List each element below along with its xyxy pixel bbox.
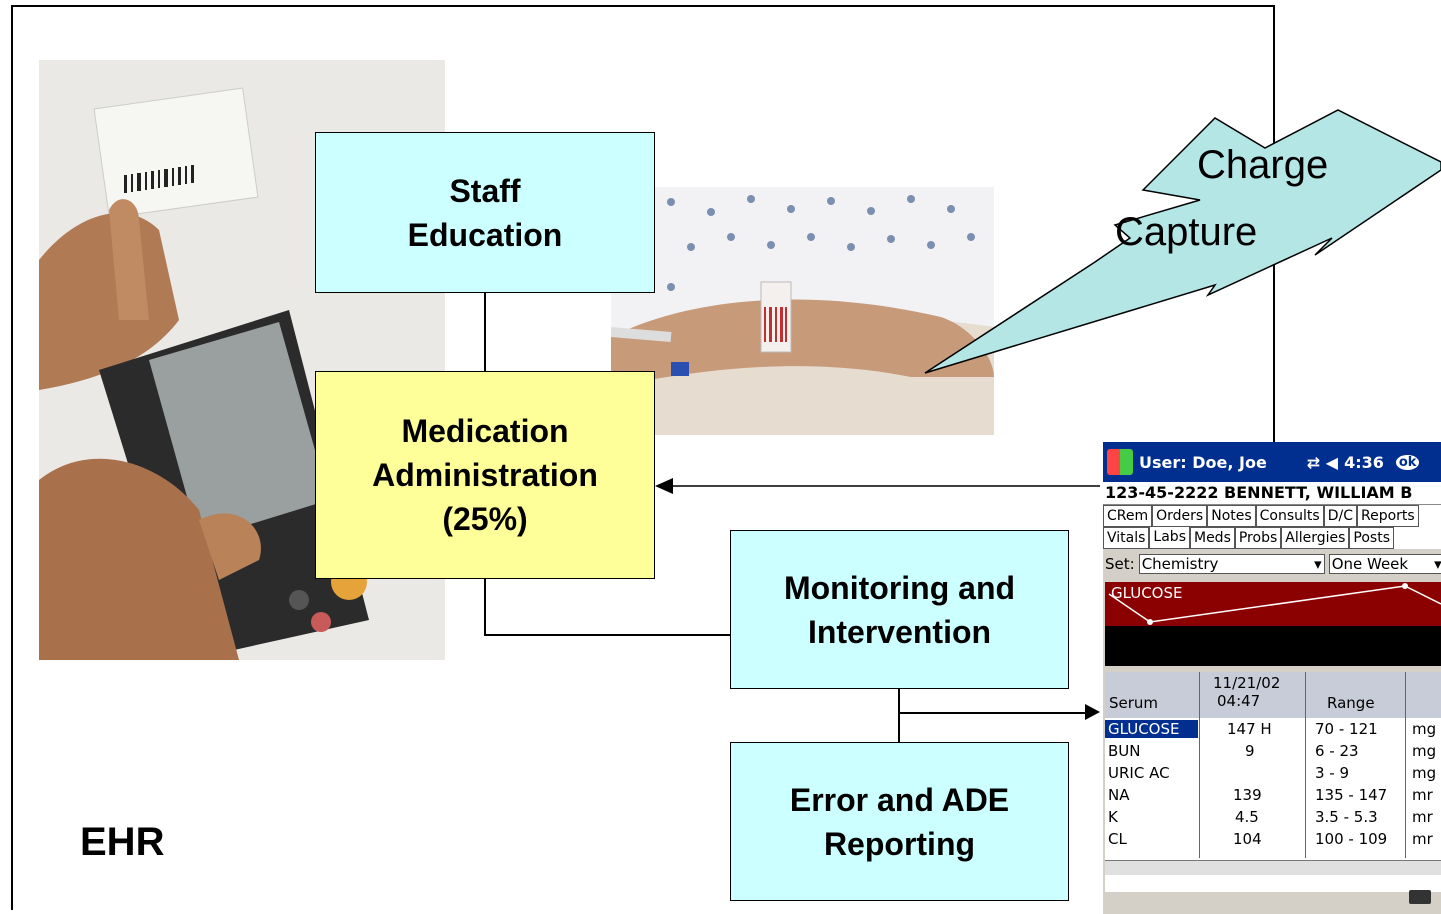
header-range: Range bbox=[1327, 694, 1375, 712]
medication-administration-label: Medication Administration (25%) bbox=[372, 413, 598, 537]
monitoring-intervention-label: Monitoring and Intervention bbox=[783, 569, 1016, 650]
grid-col-divider-2 bbox=[1305, 672, 1306, 858]
pda-patient-line: 123-45-2222 BENNETT, WILLIAM B bbox=[1103, 482, 1441, 505]
row-range: 3.5 - 5.3 bbox=[1315, 808, 1378, 826]
staff-education-box: Staff Education bbox=[315, 132, 655, 293]
row-range: 70 - 121 bbox=[1315, 720, 1378, 738]
patient-wristband-photo bbox=[611, 187, 994, 435]
row-name: NA bbox=[1108, 786, 1130, 804]
pda-lab-screen: User: Doe, Joe ⇄ ◀ 4:36 ok 123-45-2222 B… bbox=[1103, 442, 1441, 914]
set-select[interactable]: Chemistry ▾ bbox=[1138, 554, 1325, 574]
callout-text-capture: Capture bbox=[1115, 210, 1258, 254]
row-value: 139 bbox=[1233, 786, 1262, 804]
dropdown-icon: ▾ bbox=[1314, 555, 1322, 573]
grid-col-divider-1 bbox=[1199, 672, 1200, 858]
pda-signal-icon: ⇄ ◀ bbox=[1306, 452, 1339, 472]
table-row[interactable]: GLUCOSE 147 H 70 - 121 mg bbox=[1105, 720, 1441, 740]
connector-staff-to-med bbox=[484, 292, 486, 372]
tab-vitals[interactable]: Vitals bbox=[1103, 527, 1150, 549]
error-ade-reporting-box: Error and ADE Reporting bbox=[730, 742, 1069, 901]
table-row[interactable]: BUN 9 6 - 23 mg bbox=[1105, 742, 1441, 762]
row-value: 104 bbox=[1233, 830, 1262, 848]
header-date: 11/21/02 bbox=[1213, 674, 1281, 692]
row-name: BUN bbox=[1108, 742, 1141, 760]
tab-consults[interactable]: Consults bbox=[1255, 505, 1324, 527]
row-range: 3 - 9 bbox=[1315, 764, 1350, 782]
row-unit: mg bbox=[1412, 764, 1437, 782]
pda-tabs-row2: Vitals Labs Meds Probs Allergies Posts bbox=[1103, 527, 1441, 549]
connector-to-pda-table bbox=[898, 712, 1088, 714]
monitoring-intervention-box: Monitoring and Intervention bbox=[730, 530, 1069, 689]
row-value: 9 bbox=[1245, 742, 1255, 760]
tab-labs[interactable]: Labs bbox=[1149, 527, 1190, 549]
header-time: 04:47 bbox=[1217, 692, 1261, 710]
header-serum: Serum bbox=[1109, 694, 1159, 712]
tab-dc[interactable]: D/C bbox=[1323, 505, 1357, 527]
row-unit: mg bbox=[1412, 720, 1437, 738]
tab-crem[interactable]: CRem bbox=[1103, 505, 1153, 527]
keyboard-icon[interactable] bbox=[1409, 890, 1431, 904]
table-row[interactable]: CL 104 100 - 109 mr bbox=[1105, 830, 1441, 850]
connector-monitoring-to-error bbox=[898, 689, 900, 742]
tab-notes[interactable]: Notes bbox=[1207, 505, 1256, 527]
row-unit: mr bbox=[1412, 808, 1433, 826]
lab-results-grid: Serum 11/21/02 04:47 Range GLUCOSE 147 H… bbox=[1105, 672, 1441, 892]
connector-med-to-monitoring-v bbox=[484, 578, 486, 635]
row-name: K bbox=[1108, 808, 1118, 826]
glucose-graph: GLUCOSE bbox=[1105, 582, 1441, 666]
row-name: CL bbox=[1108, 830, 1127, 848]
period-select[interactable]: One Week ▾ bbox=[1328, 554, 1441, 574]
pda-ok-button[interactable]: ok bbox=[1395, 454, 1420, 470]
row-range: 6 - 23 bbox=[1315, 742, 1359, 760]
pda-time: 4:36 bbox=[1344, 452, 1384, 472]
pda-title-bar: User: Doe, Joe ⇄ ◀ 4:36 ok bbox=[1103, 442, 1441, 482]
ehr-label: EHR bbox=[80, 820, 165, 864]
dropdown-icon: ▾ bbox=[1434, 555, 1441, 573]
set-label: Set: bbox=[1105, 555, 1135, 573]
pda-tabs-row1: CRem Orders Notes Consults D/C Reports bbox=[1103, 505, 1441, 527]
medication-administration-box: Medication Administration (25%) bbox=[315, 371, 655, 579]
row-name: GLUCOSE bbox=[1105, 720, 1198, 738]
tab-posts[interactable]: Posts bbox=[1349, 527, 1395, 549]
error-ade-reporting-label: Error and ADE Reporting bbox=[789, 781, 1010, 862]
table-row[interactable]: URIC AC 3 - 9 mg bbox=[1105, 764, 1441, 784]
set-select-value: Chemistry bbox=[1141, 555, 1219, 573]
table-row[interactable]: K 4.5 3.5 - 5.3 mr bbox=[1105, 808, 1441, 828]
row-unit: mr bbox=[1412, 786, 1433, 804]
tab-allergies[interactable]: Allergies bbox=[1281, 527, 1350, 549]
grid-header bbox=[1105, 672, 1441, 718]
connector-med-to-monitoring-h bbox=[484, 634, 731, 636]
period-select-value: One Week bbox=[1331, 555, 1409, 573]
tab-meds[interactable]: Meds bbox=[1189, 527, 1235, 549]
graph-label: GLUCOSE bbox=[1111, 584, 1183, 602]
row-value: 4.5 bbox=[1235, 808, 1259, 826]
tab-probs[interactable]: Probs bbox=[1234, 527, 1282, 549]
staff-education-label: Staff Education bbox=[407, 172, 563, 253]
grid-col-divider-3 bbox=[1405, 672, 1406, 858]
callout-text-charge: Charge bbox=[1197, 143, 1329, 187]
row-name: URIC AC bbox=[1108, 764, 1170, 782]
row-range: 100 - 109 bbox=[1315, 830, 1388, 848]
row-range: 135 - 147 bbox=[1315, 786, 1388, 804]
windows-flag-icon bbox=[1107, 449, 1133, 475]
tab-orders[interactable]: Orders bbox=[1152, 505, 1208, 527]
row-unit: mr bbox=[1412, 830, 1433, 848]
row-value: 147 H bbox=[1227, 720, 1272, 738]
horizontal-scrollbar[interactable] bbox=[1105, 860, 1441, 875]
row-unit: mg bbox=[1412, 742, 1437, 760]
pda-set-row: Set: Chemistry ▾ One Week ▾ bbox=[1105, 554, 1441, 574]
pda-scanning-photo bbox=[39, 60, 445, 660]
pda-user: User: Doe, Joe bbox=[1139, 452, 1267, 472]
table-row[interactable]: NA 139 135 - 147 mr bbox=[1105, 786, 1441, 806]
tab-reports[interactable]: Reports bbox=[1357, 505, 1419, 527]
